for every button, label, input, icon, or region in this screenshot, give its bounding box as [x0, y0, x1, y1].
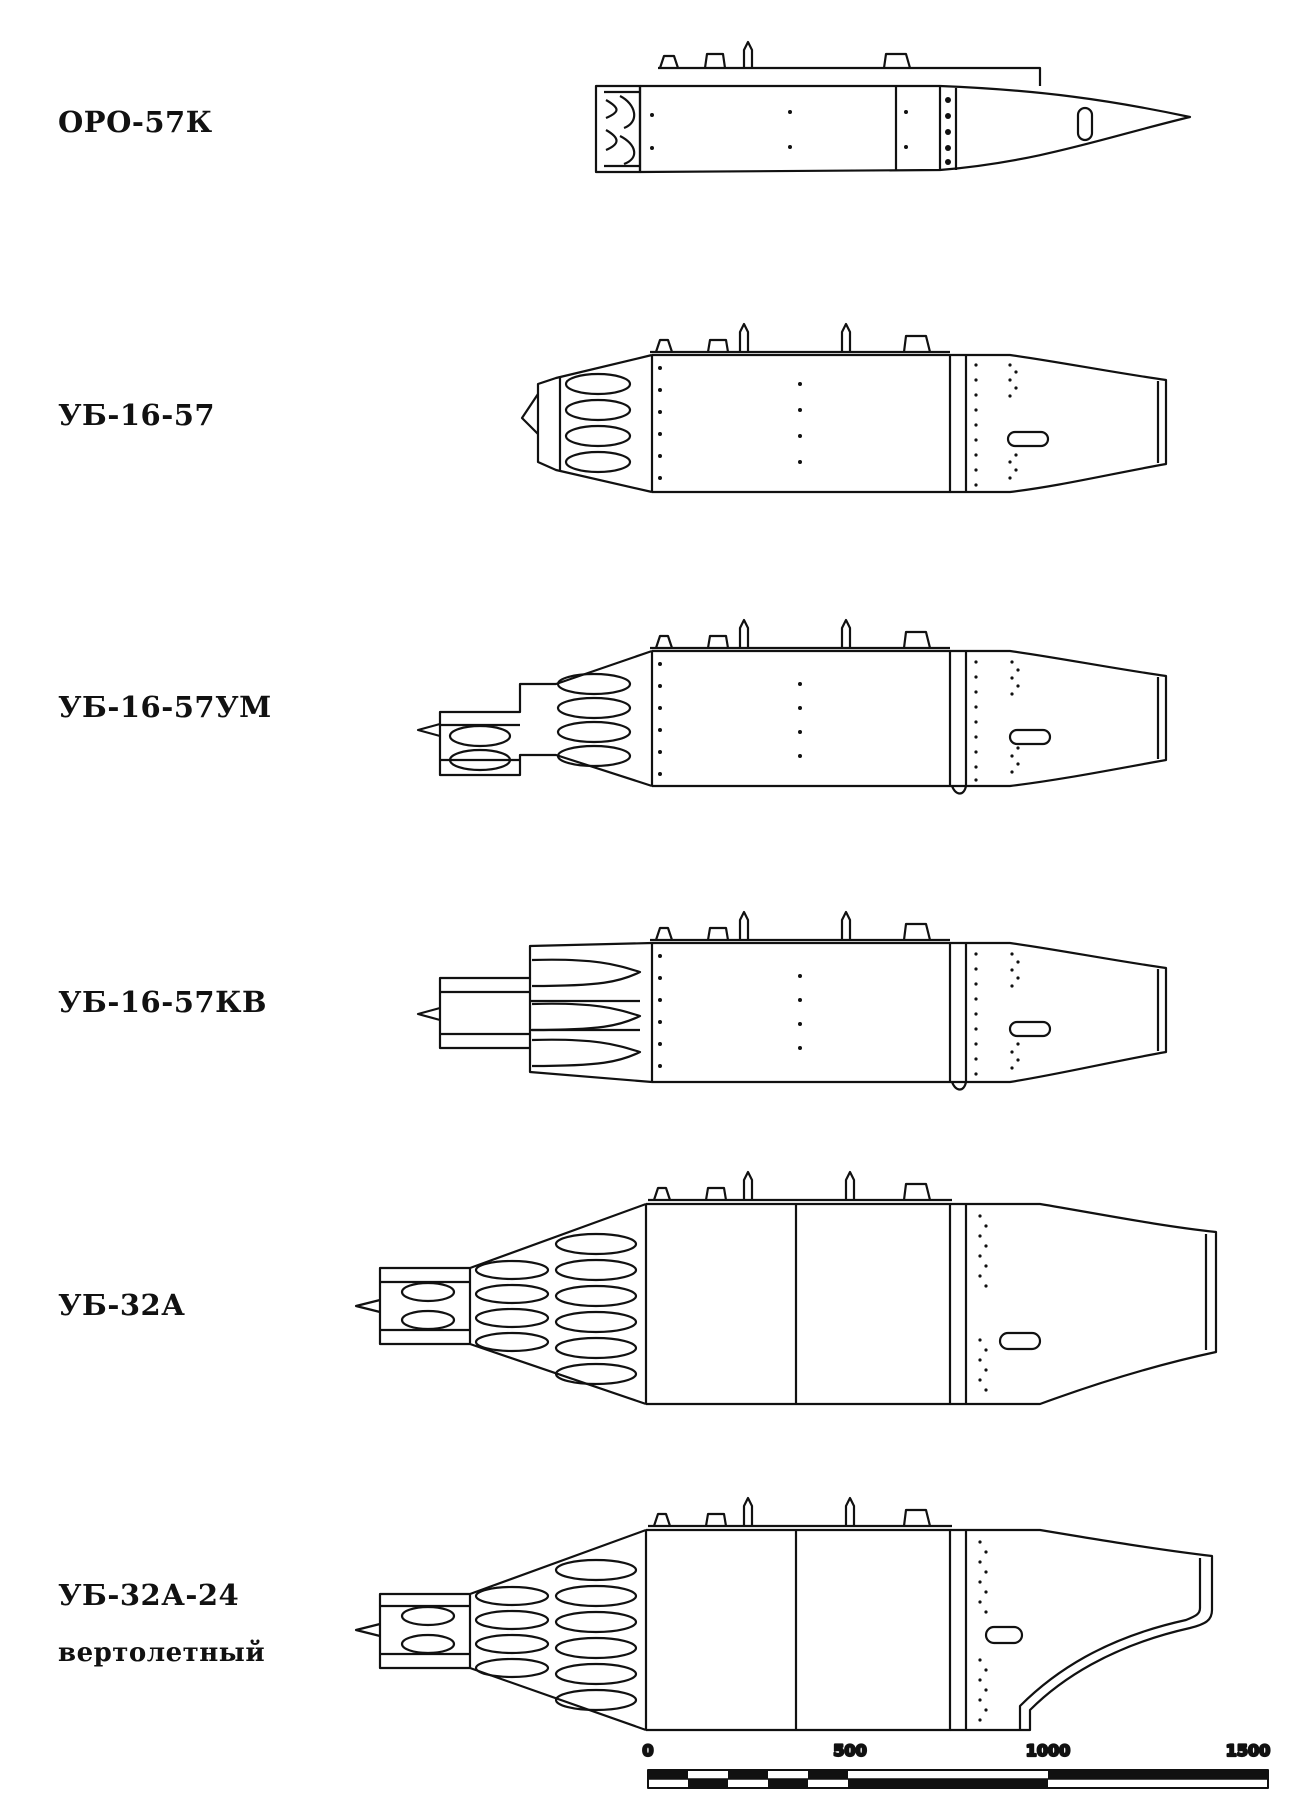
pod-label-ub-32a-24: УБ-32А-24	[58, 1578, 240, 1612]
pod-label-ub-16-57kv: УБ-16-57КВ	[58, 985, 267, 1019]
pod-drawing-oro-57k	[594, 40, 1192, 174]
pod-drawing-ub-16-57	[520, 322, 1168, 494]
pod-drawing-ub-32a	[354, 1170, 1218, 1406]
pod-label-ub-32a: УБ-32А	[58, 1288, 186, 1322]
scale-tick-500: 500	[833, 1741, 866, 1760]
scale-bar-segments	[648, 1770, 1268, 1788]
pod-label-ub-16-57: УБ-16-57	[58, 398, 216, 432]
pod-label-ub-16-57um: УБ-16-57УМ	[58, 690, 272, 724]
pod-drawing-ub-16-57kv	[416, 910, 1168, 1091]
pod-label-oro-57k: ОРО-57К	[58, 105, 213, 139]
pod-subtitle-helicopter: вертолетный	[58, 1638, 266, 1668]
scale-tick-1500: 1500	[1226, 1741, 1271, 1760]
pod-drawing-ub-32a-24	[354, 1496, 1214, 1732]
scale-tick-0: 0	[642, 1741, 653, 1760]
scale-bar: 0 500 1000 1500	[641, 1740, 1271, 1789]
pod-drawing-ub-16-57um	[416, 618, 1168, 795]
scale-tick-1000: 1000	[1026, 1741, 1071, 1760]
